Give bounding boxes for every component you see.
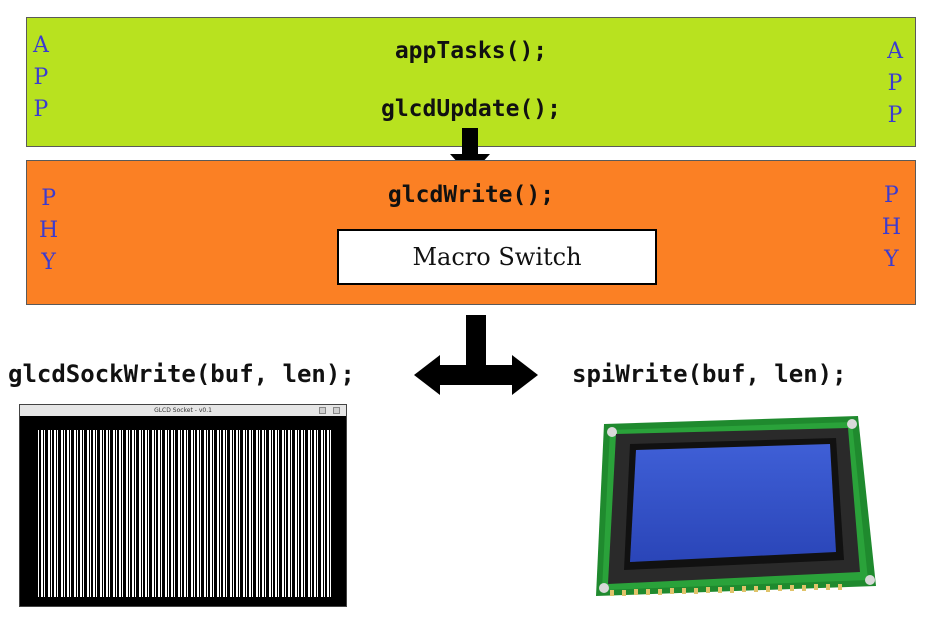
app-side-label-right: A P P xyxy=(887,36,903,132)
macro-switch-box: Macro Switch xyxy=(337,229,657,285)
side-letter: A xyxy=(887,39,903,64)
app-tasks-call: appTasks(); xyxy=(394,38,548,64)
side-letter: P xyxy=(884,183,899,208)
phy-layer: P H Y P H Y glcdWrite(); Macro Switch xyxy=(26,160,916,305)
phy-side-label-left: P H Y xyxy=(39,183,58,279)
lcd-module-image xyxy=(596,416,876,596)
minimize-button[interactable] xyxy=(319,407,326,414)
close-button[interactable] xyxy=(333,407,340,414)
glcd-write-call: glcdWrite(); xyxy=(387,182,555,208)
side-letter: Y xyxy=(41,250,56,275)
glcd-socket-window: GLCD Socket - v0.1 xyxy=(19,404,347,607)
app-layer: A P P A P P appTasks(); glcdUpdate(); xyxy=(26,17,916,147)
glcd-update-call: glcdUpdate(); xyxy=(380,96,561,122)
side-letter: Y xyxy=(884,247,899,272)
pixel-stripes-display xyxy=(38,430,331,597)
side-letter: P xyxy=(33,97,49,122)
side-letter: P xyxy=(887,103,903,128)
side-letter: P xyxy=(887,71,903,96)
side-letter: P xyxy=(41,186,56,211)
window-titlebar: GLCD Socket - v0.1 xyxy=(20,405,346,416)
glcd-sock-write-call: glcdSockWrite(buf, len); xyxy=(8,360,355,388)
window-title: GLCD Socket - v0.1 xyxy=(154,407,212,414)
spi-write-call: spiWrite(buf, len); xyxy=(572,360,847,388)
side-letter: P xyxy=(33,65,49,90)
side-letter: H xyxy=(39,218,59,243)
side-letter: H xyxy=(881,215,901,240)
app-side-label-left: A P P xyxy=(33,30,49,126)
macro-switch-label: Macro Switch xyxy=(412,243,582,271)
phy-side-label-right: P H Y xyxy=(882,180,901,276)
split-arrow-icon xyxy=(414,315,538,395)
side-letter: A xyxy=(33,33,49,58)
